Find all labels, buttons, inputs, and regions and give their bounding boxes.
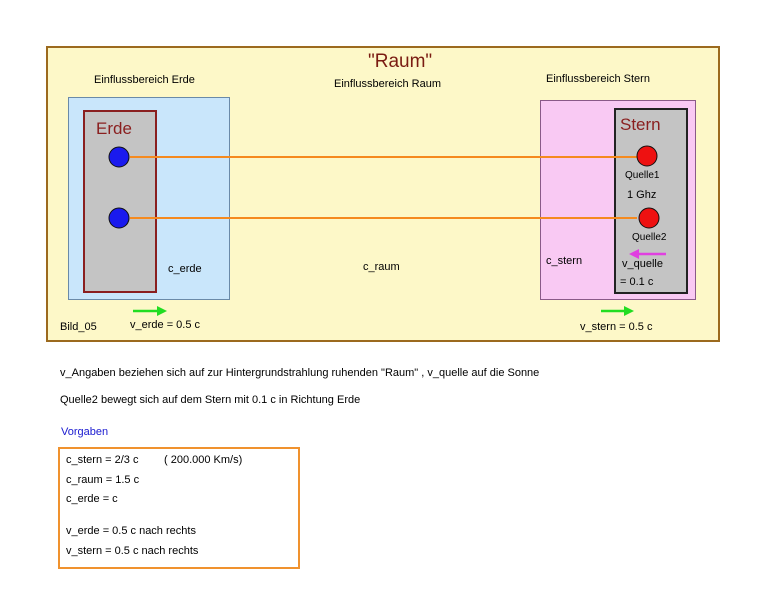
earth-receiver-dot-2 [108,207,130,229]
vorgaben-c-raum: c_raum = 1.5 c [66,474,140,486]
earth-body [83,110,157,293]
v-quelle-label: v_quelle [622,258,663,270]
note-line-1: v_Angaben beziehen sich auf zur Hintergr… [60,367,540,379]
source2-dot [638,207,660,229]
figure-id: Bild_05 [60,321,97,333]
c-raum-label: c_raum [363,261,400,273]
vorgaben-v-stern: v_stern = 0.5 c nach rechts [66,545,199,557]
vorgaben-c-stern-kms: ( 200.000 Km/s) [164,454,243,466]
star-body [614,108,688,294]
v-erde-label: v_erde = 0.5 c [130,319,201,331]
vorgaben-c-stern: c_stern = 2/3 c [66,454,139,466]
earth-region-label: Einflussbereich Erde [94,74,195,86]
source2-label: Quelle2 [632,232,667,243]
vorgaben-box [58,447,300,569]
note-line-2: Quelle2 bewegt sich auf dem Stern mit 0.… [60,394,361,406]
c-stern-label: c_stern [546,255,583,267]
star-label: Stern [620,115,661,134]
vorgaben-c-erde: c_erde = c [66,493,118,505]
v-quelle-value: = 0.1 c [620,276,654,288]
star-velocity-arrow-icon [601,306,634,316]
source-velocity-arrow-icon [629,249,666,259]
earth-receiver-dot-1 [108,146,130,168]
earth-velocity-arrow-icon [133,306,167,316]
source1-dot [636,145,658,167]
vorgaben-heading: Vorgaben [61,426,109,438]
raum-region-label: Einflussbereich Raum [334,78,441,90]
frequency-label: 1 Ghz [627,189,657,201]
star-region-label: Einflussbereich Stern [546,73,650,85]
diagram-title: "Raum" [368,51,433,72]
c-erde-label: c_erde [168,263,202,275]
source1-label: Quelle1 [625,170,660,181]
earth-label: Erde [96,119,132,138]
vorgaben-v-erde: v_erde = 0.5 c nach rechts [66,525,196,537]
v-stern-label: v_stern = 0.5 c [580,321,653,333]
